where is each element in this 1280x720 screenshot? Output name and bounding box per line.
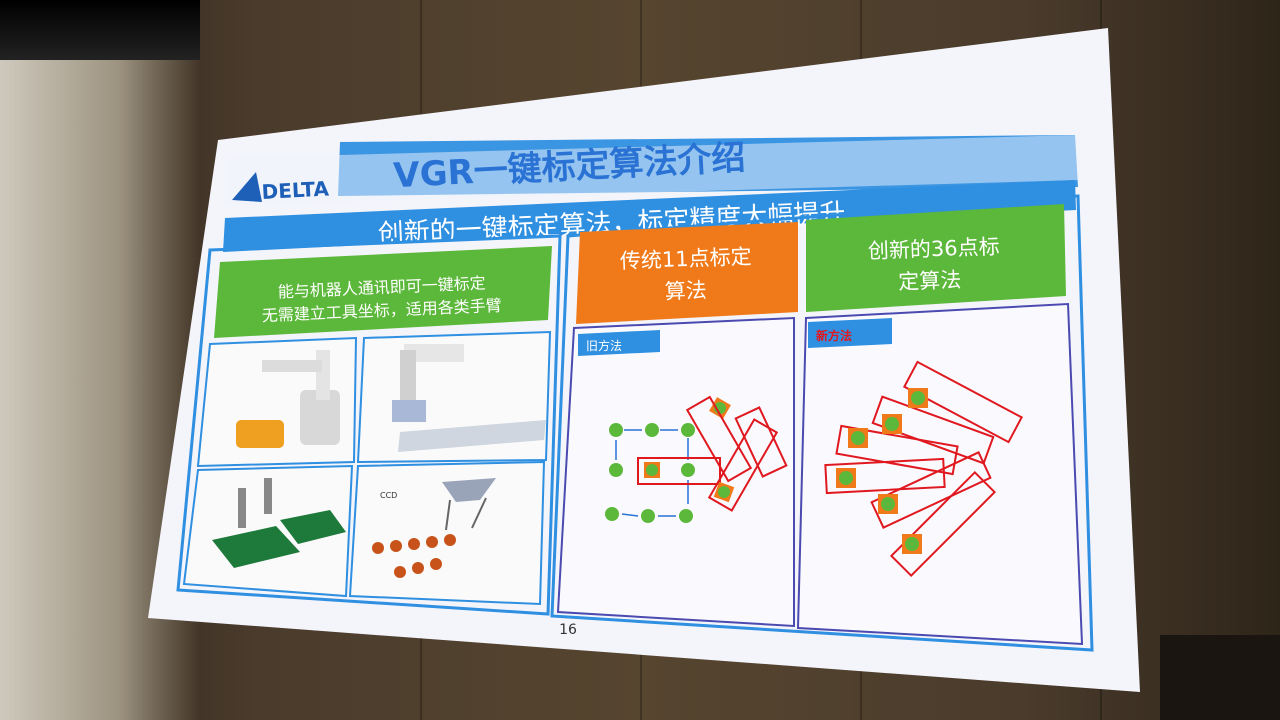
brand-logo: DELTA bbox=[261, 176, 330, 204]
old-method-panel bbox=[556, 316, 795, 628]
old-method-heading-line1: 传统11点标定 bbox=[620, 245, 752, 274]
ceiling-shadow bbox=[0, 0, 200, 60]
old-method-heading-line2: 算法 bbox=[664, 278, 707, 303]
old-method-tag: 旧方法 bbox=[586, 338, 622, 353]
foreground-speaker bbox=[1160, 635, 1280, 720]
new-method-diagram bbox=[824, 360, 1024, 578]
new-method-heading-line2: 定算法 bbox=[898, 268, 962, 294]
left-panel-frame bbox=[176, 234, 562, 616]
old-method-heading-box bbox=[576, 222, 798, 324]
old-tag-box bbox=[578, 330, 660, 356]
ccd-label: CCD bbox=[380, 491, 397, 500]
new-method-heading-box bbox=[806, 204, 1066, 312]
new-method-tag: 新方法 bbox=[816, 328, 852, 343]
left-green-box bbox=[214, 246, 552, 338]
new-tag-box bbox=[808, 318, 892, 348]
robot-photo-grid: CCD bbox=[182, 330, 552, 606]
subtitle-bar bbox=[223, 180, 1076, 252]
delta-logo-icon bbox=[232, 172, 262, 202]
new-method-heading-line1: 创新的36点标 bbox=[868, 235, 1000, 264]
new-method-panel bbox=[796, 302, 1084, 646]
old-method-diagram bbox=[605, 395, 788, 523]
page-number: 16 bbox=[559, 622, 577, 638]
right-panel-frame bbox=[550, 194, 1094, 652]
